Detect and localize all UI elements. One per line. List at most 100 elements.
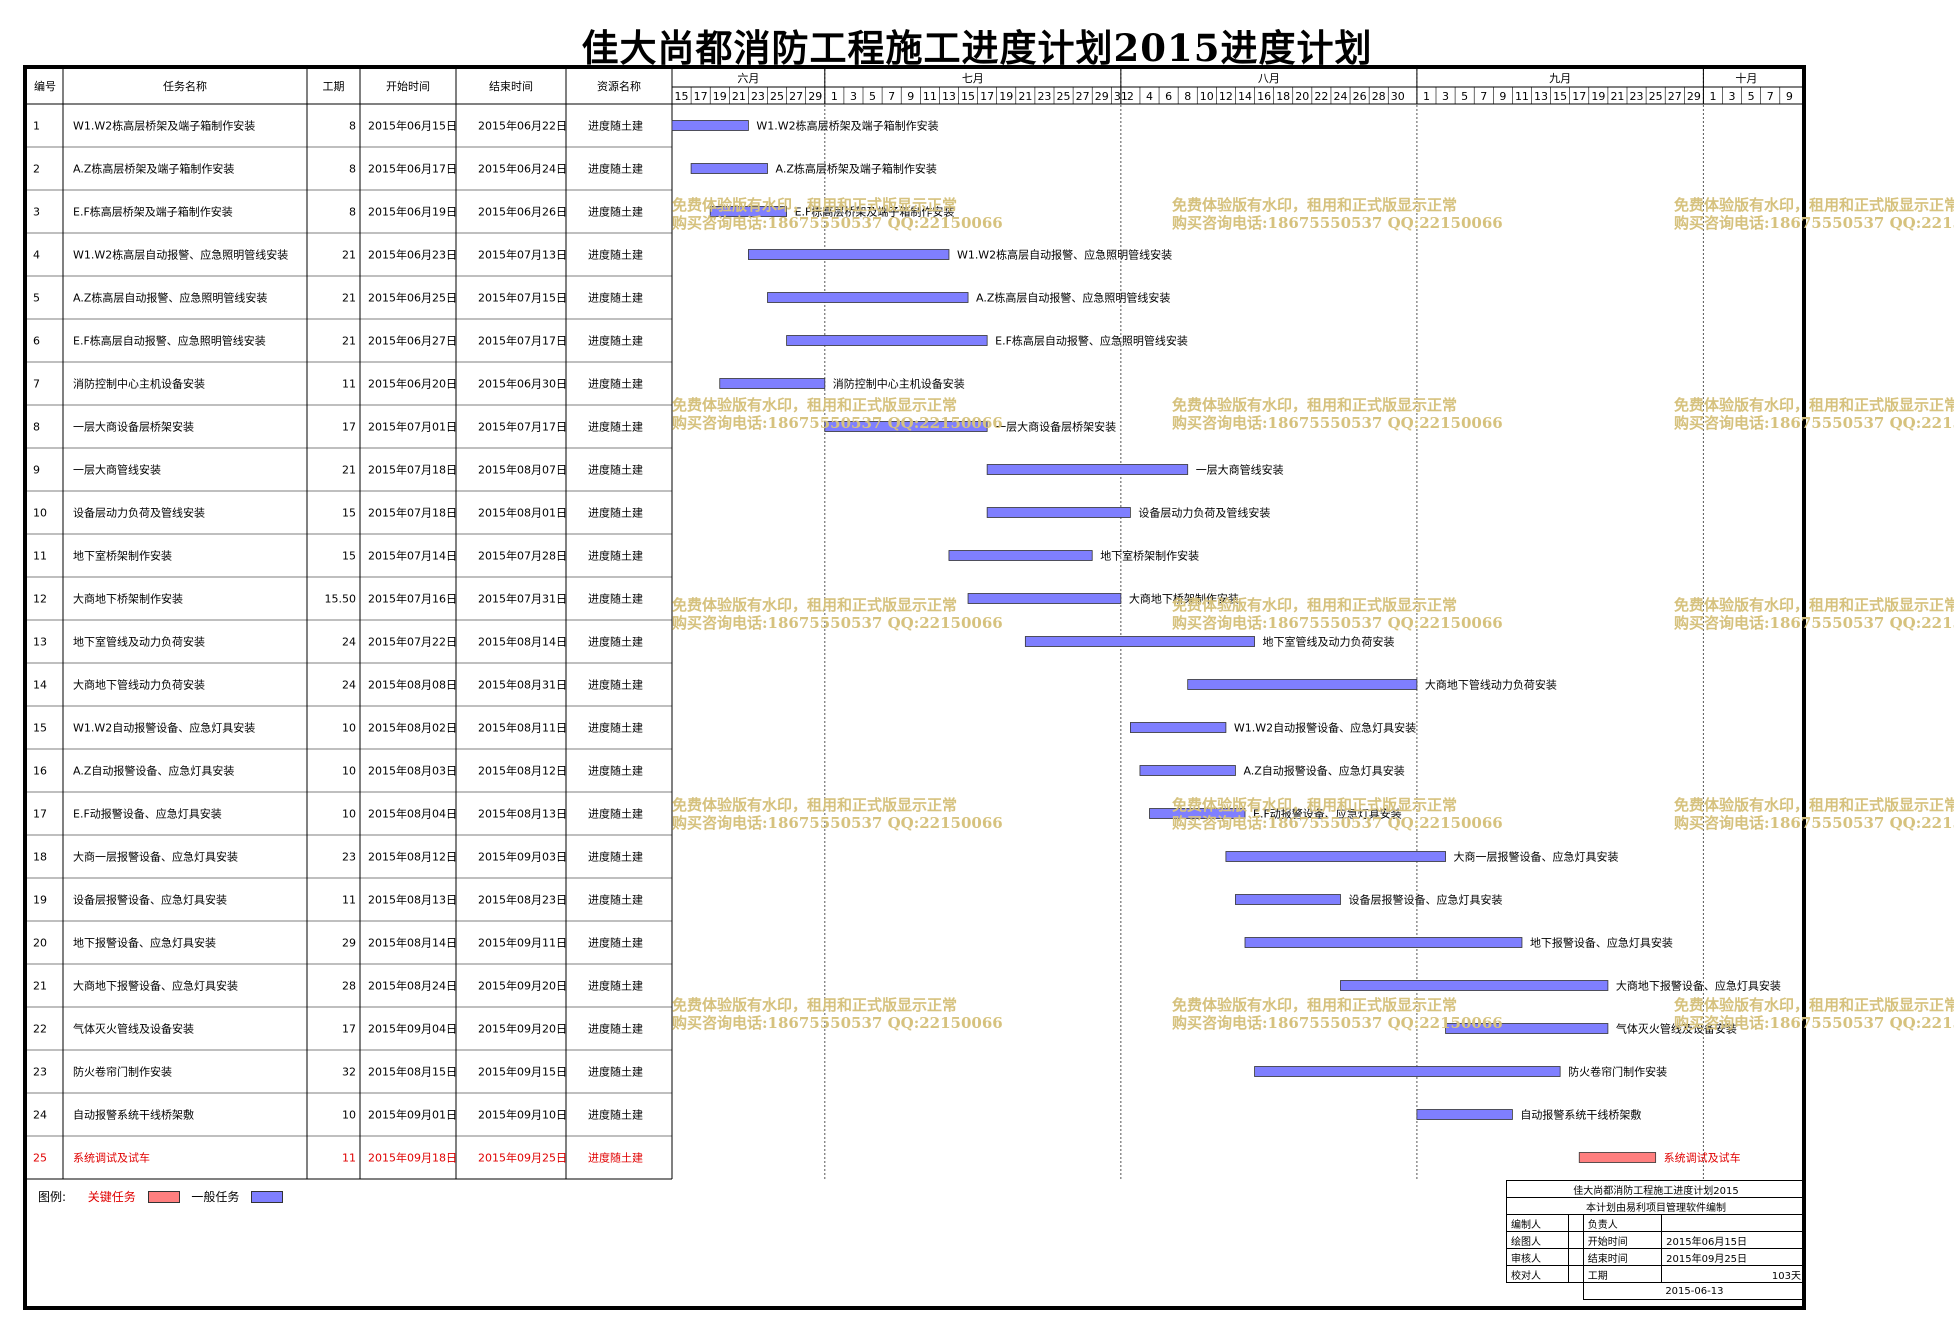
task-id: 17 [33,808,47,821]
bar-label: 气体灭火管线及设备安装 [1616,1022,1737,1036]
bar-label: 地下室桥架制作安装 [1100,549,1199,563]
task-start: 2015年07月01日 [368,420,457,434]
watermark-line1: 免费体验版有水印，租用和正式版显示正常 [1674,796,1954,814]
bar-label: A.Z自动报警设备、应急灯具安装 [1243,764,1404,778]
task-id: 16 [33,765,47,778]
day-label: 16 [1257,90,1271,103]
task-duration: 10 [342,765,356,778]
task-duration: 29 [342,937,356,950]
gantt-bar [1149,808,1246,819]
watermark-line2: 购买咨询电话:18675550537 QQ:22150066 [1674,614,1954,632]
day-label: 19 [713,90,727,103]
day-label: 5 [1748,90,1755,103]
task-duration: 11 [342,378,356,391]
task-id: 19 [33,894,47,907]
watermark-line1: 免费体验版有水印，租用和正式版显示正常 [672,196,957,214]
info-subtitle: 本计划由易利项目管理软件编制 [1506,1197,1806,1215]
bar-label: W1.W2自动报警设备、应急灯具安装 [1234,721,1416,735]
day-label: 23 [1037,90,1051,103]
task-id: 13 [33,636,47,649]
gantt-bar [709,206,788,217]
task-name: 自动报警系统干线桥架敷 [73,1108,194,1122]
bar-label: 设备层动力负荷及管线安装 [1138,506,1270,520]
month-label: 九月 [1549,72,1571,85]
day-label: 25 [770,90,784,103]
task-id: 21 [33,980,47,993]
day-label: 21 [732,90,746,103]
watermark-line1: 免费体验版有水印，租用和正式版显示正常 [1674,596,1954,614]
task-start: 2015年08月15日 [368,1065,457,1079]
task-resource: 进度随土建 [588,936,643,950]
task-duration: 8 [349,206,356,219]
task-resource: 进度随土建 [588,1108,643,1122]
task-end: 2015年09月03日 [478,850,567,864]
info-cell: 工期 [1582,1265,1663,1283]
info-cell: 开始时间 [1582,1231,1663,1249]
task-id: 11 [33,550,47,563]
gantt-bar [748,249,950,260]
task-name: 设备层动力负荷及管线安装 [73,506,205,520]
watermark-line2: 购买咨询电话:18675550537 QQ:22150066 [1674,414,1954,432]
task-duration: 15 [342,550,356,563]
task-duration: 8 [349,163,356,176]
task-resource: 进度随土建 [588,635,643,649]
task-name: 大商一层报警设备、应急灯具安装 [73,850,238,864]
info-date: 2015-06-13 [1582,1282,1807,1300]
task-name: W1.W2栋高层自动报警、应急照明管线安装 [73,248,288,262]
gantt-bar [1225,851,1446,862]
task-end: 2015年09月10日 [478,1108,567,1122]
day-label: 17 [694,90,708,103]
task-duration: 32 [342,1066,356,1079]
day-label: 26 [1353,90,1367,103]
task-id: 3 [33,206,40,219]
column-header: 工期 [323,80,345,93]
task-duration: 21 [342,335,356,348]
task-duration: 11 [342,894,356,907]
task-duration: 10 [342,1109,356,1122]
task-start: 2015年06月23日 [368,248,457,262]
day-label: 27 [1076,90,1090,103]
task-name: A.Z栋高层自动报警、应急照明管线安装 [73,291,267,305]
task-end: 2015年08月12日 [478,764,567,778]
task-resource: 进度随土建 [588,721,643,735]
chart-frame [23,65,1806,1310]
gantt-bar [786,335,988,346]
task-id: 5 [33,292,40,305]
task-name: 气体灭火管线及设备安装 [73,1022,194,1036]
day-label: 29 [808,90,822,103]
task-name: A.Z栋高层桥架及端子箱制作安装 [73,162,234,176]
task-end: 2015年07月28日 [478,549,567,563]
gantt-bar [967,593,1122,604]
day-label: 4 [1146,90,1153,103]
day-label: 19 [999,90,1013,103]
task-resource: 进度随土建 [588,678,643,692]
info-cell: 审核人 [1505,1248,1570,1266]
watermark-line2: 购买咨询电话:18675550537 QQ:22150066 [672,414,1003,432]
task-name: 设备层报警设备、应急灯具安装 [73,893,227,907]
column-header: 任务名称 [163,79,207,93]
task-end: 2015年08月07日 [478,463,567,477]
day-label: 2 [1127,90,1134,103]
task-duration: 15 [342,507,356,520]
task-end: 2015年07月31日 [478,592,567,606]
task-resource: 进度随土建 [588,1151,643,1165]
day-label: 14 [1238,90,1252,103]
day-label: 1 [831,90,838,103]
watermark-line1: 免费体验版有水印，租用和正式版显示正常 [1172,796,1457,814]
day-label: 24 [1334,90,1348,103]
watermark-line2: 购买咨询电话:18675550537 QQ:22150066 [1172,614,1503,632]
task-name: 消防控制中心主机设备安装 [73,377,205,391]
task-start: 2015年08月03日 [368,764,457,778]
task-end: 2015年09月20日 [478,979,567,993]
day-label: 25 [1057,90,1071,103]
day-label: 20 [1295,90,1309,103]
task-id: 18 [33,851,47,864]
task-duration: 23 [342,851,356,864]
task-start: 2015年09月18日 [368,1151,457,1165]
gantt-bar [986,507,1131,518]
task-id: 7 [33,378,40,391]
gantt-bar [690,163,768,174]
watermark-line1: 免费体验版有水印，租用和正式版显示正常 [672,996,957,1014]
task-resource: 进度随土建 [588,506,643,520]
